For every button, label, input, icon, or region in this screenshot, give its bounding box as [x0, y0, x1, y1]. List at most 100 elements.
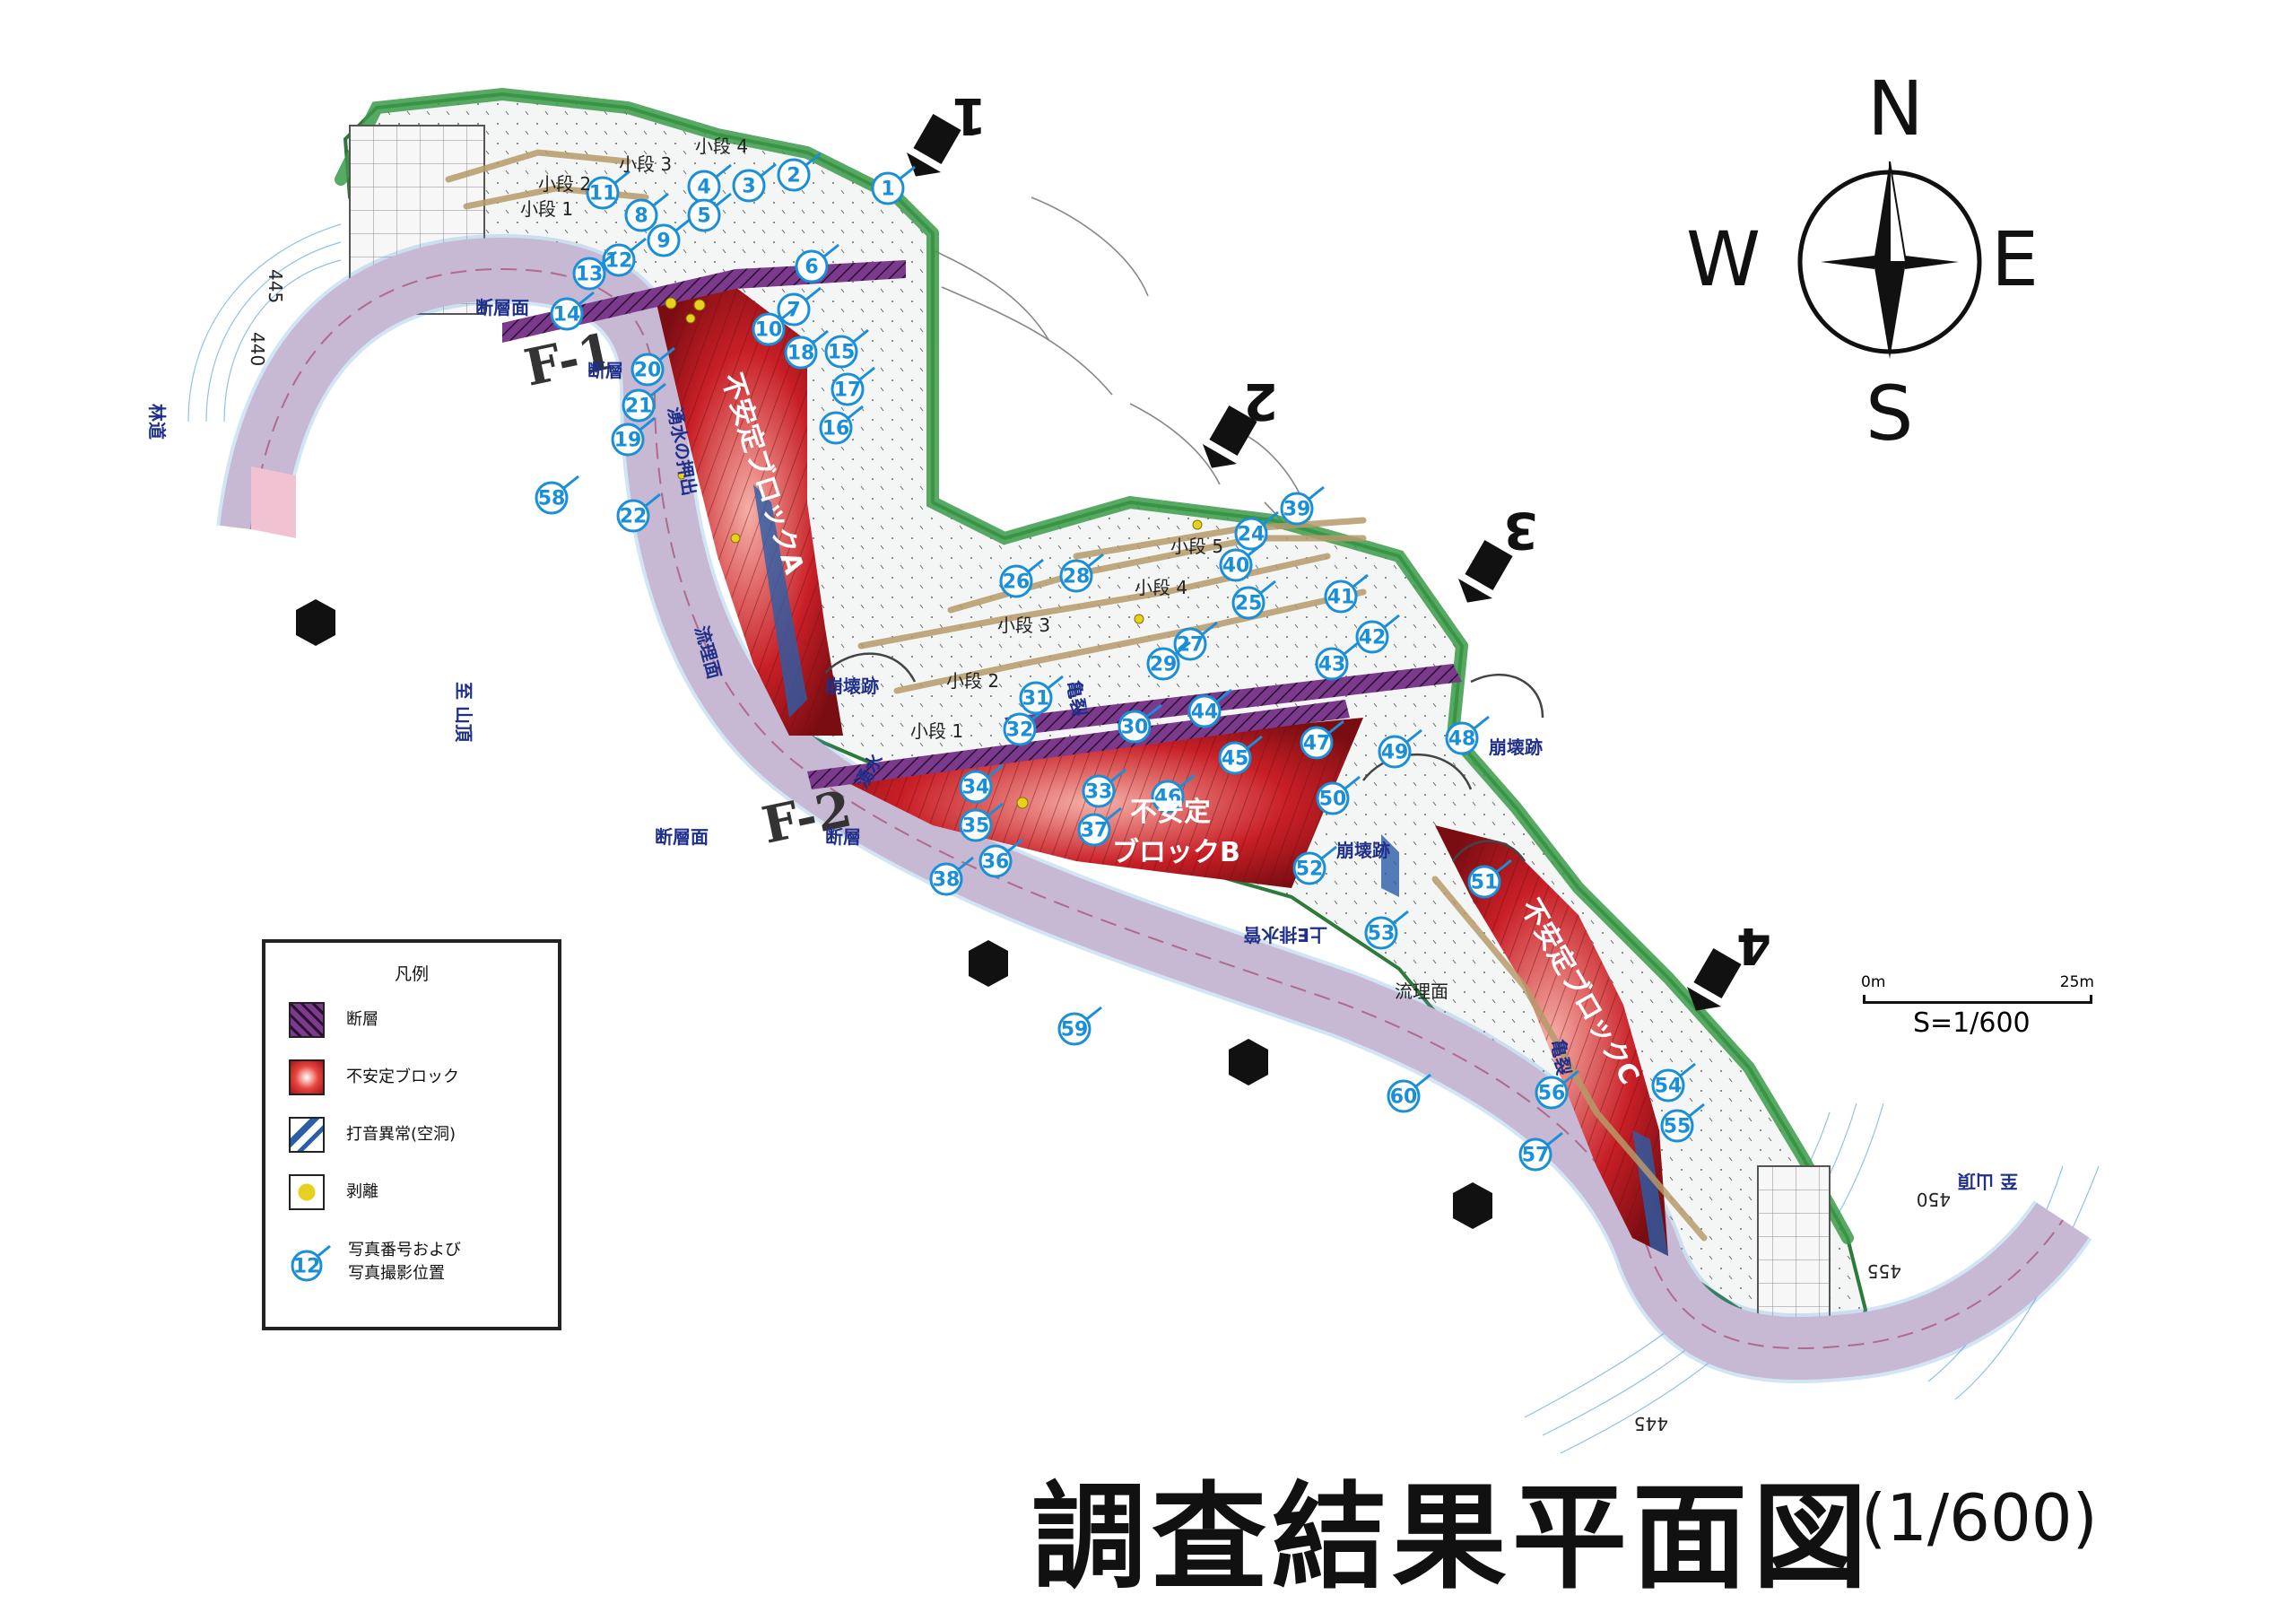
svg-text:12: 12 — [293, 1256, 321, 1278]
photo-number: 17 — [834, 379, 862, 402]
photo-number: 39 — [1283, 499, 1311, 521]
photo-marker-circle — [1292, 851, 1326, 885]
photo-number: 25 — [1235, 593, 1263, 615]
photo-marker: 58 — [535, 475, 579, 515]
photo-marker-circle — [647, 223, 681, 257]
legend-item-unstable-block: 不安定ブロック — [289, 1059, 459, 1095]
photo-marker: 41 — [1324, 573, 1369, 614]
photo-marker-circle — [1315, 647, 1349, 681]
photo-marker: 8 — [624, 192, 669, 232]
photo-number: 52 — [1296, 858, 1324, 881]
fault-label-f2-side: 断層 — [825, 826, 861, 848]
photo-number: 6 — [804, 257, 818, 279]
photo-marker: 18 — [784, 329, 829, 370]
photo-marker: 27 — [1173, 621, 1218, 661]
photo-marker: 26 — [999, 558, 1044, 598]
photo-marker: 20 — [631, 346, 675, 387]
collapse-label-1: 崩壊跡 — [825, 675, 879, 697]
photo-marker-circle — [1467, 865, 1501, 899]
photo-marker-circle — [1231, 586, 1265, 620]
photo-number: 49 — [1381, 742, 1409, 764]
photo-number: 40 — [1222, 555, 1250, 578]
photo-marker: 36 — [978, 838, 1023, 878]
scale-bar-start: 0m — [1861, 973, 1886, 991]
legend-item-photo-position: 12 写真番号および 写真撮影位置 — [289, 1239, 461, 1285]
photo-marker-circle — [602, 243, 636, 277]
block-b-label-1: 不安定 — [1130, 797, 1211, 828]
legend-photo-marker-icon: 12 — [291, 1244, 331, 1282]
photo-marker-circle — [1324, 580, 1358, 614]
photo-number: 57 — [1522, 1145, 1550, 1167]
photo-marker-circle — [624, 198, 658, 232]
photo-marker: 55 — [1660, 1102, 1705, 1143]
photo-number: 20 — [634, 360, 662, 382]
photo-marker-circle — [1355, 620, 1389, 654]
photo-number: 30 — [1121, 717, 1149, 739]
photo-number: 3 — [742, 176, 755, 198]
collapse-label-2: 崩壊跡 — [1336, 840, 1390, 861]
photo-marker: 57 — [1518, 1131, 1563, 1172]
photo-marker: 48 — [1445, 715, 1490, 755]
legend-photo-label-2: 写真撮影位置 — [348, 1264, 445, 1283]
step-label-2: 小段 2 — [538, 173, 591, 195]
scale-bar-end: 25m — [2059, 973, 2094, 991]
photo-marker-circle — [959, 770, 993, 804]
photo-marker-circle — [1518, 1137, 1552, 1172]
photo-number: 1 — [881, 179, 894, 201]
photo-number: 59 — [1061, 1019, 1089, 1041]
legend-photo-label-1: 写真番号および — [348, 1241, 461, 1259]
photo-marker: 54 — [1651, 1062, 1696, 1102]
photo-marker-circle — [687, 198, 721, 232]
section-marker-lower-pins — [296, 599, 1492, 1229]
block-b-label-2: ブロックB — [1112, 837, 1240, 868]
photo-number: 34 — [962, 777, 990, 799]
legend-fault-label: 断層 — [346, 1010, 378, 1029]
compass-north: N — [1867, 65, 1924, 153]
photo-marker-circle — [871, 171, 905, 205]
photo-marker: 53 — [1364, 910, 1409, 950]
photo-marker-circle — [622, 388, 656, 423]
photo-marker: 1 — [871, 165, 916, 205]
contour-label-4: 450 — [1917, 1189, 1951, 1210]
photo-marker-circle — [732, 169, 766, 203]
photo-marker: 51 — [1467, 858, 1512, 899]
photo-marker: 2 — [777, 152, 822, 192]
photo-number: 13 — [576, 264, 604, 286]
photo-marker-circle — [752, 312, 786, 346]
photo-marker: 14 — [550, 291, 595, 331]
photo-marker: 59 — [1057, 1006, 1102, 1046]
fault-plane-label-top: 断層面 — [475, 297, 529, 318]
fault-band-upper-2 — [1004, 664, 1462, 736]
photo-number: 60 — [1390, 1086, 1418, 1109]
photo-marker: 6 — [795, 243, 839, 283]
photo-marker-circle — [1077, 813, 1111, 847]
scale-bar-line — [1863, 995, 2092, 1004]
fault-label-f1-side: 断層 — [587, 360, 623, 381]
photo-marker-circle — [824, 335, 858, 369]
step-lines — [445, 149, 1708, 1242]
legend-fault-swatch — [289, 1002, 325, 1038]
photo-number: 16 — [822, 418, 850, 440]
collapse-label-3: 崩壊跡 — [1489, 736, 1543, 758]
photo-marker: 24 — [1234, 510, 1279, 551]
unstable-block-a-hatch — [655, 287, 843, 736]
photo-marker-circle — [535, 481, 569, 515]
step-label-lower-4: 小段 4 — [1135, 577, 1187, 598]
photo-marker-circle — [1300, 726, 1334, 760]
photo-marker-circle — [1082, 774, 1116, 808]
photo-number: 12 — [605, 250, 633, 273]
compass — [1797, 161, 1982, 359]
photo-marker: 29 — [1146, 641, 1191, 681]
photo-marker-circle — [1146, 647, 1180, 681]
contour-label-1: 445 — [265, 269, 286, 303]
photo-marker: 43 — [1315, 641, 1360, 681]
photo-number: 45 — [1222, 748, 1249, 771]
photo-marker-circle — [1118, 710, 1152, 744]
legend-unstable-block-swatch — [289, 1059, 325, 1095]
photo-marker: 3 — [732, 162, 777, 203]
photo-marker-circle — [1316, 781, 1350, 815]
step-label-1: 小段 1 — [520, 198, 573, 220]
photo-marker-circle — [1364, 916, 1398, 950]
step-label-3: 小段 3 — [619, 153, 672, 175]
photo-marker: 25 — [1231, 580, 1276, 620]
